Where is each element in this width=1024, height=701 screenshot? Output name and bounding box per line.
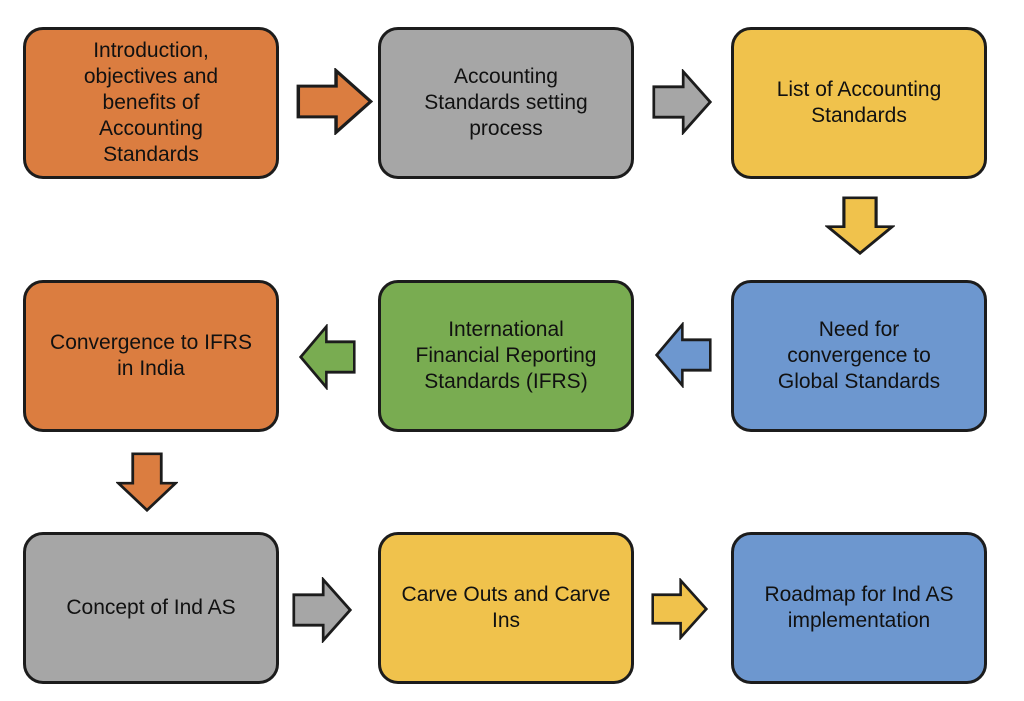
- node-introduction-objectives-benefits: Introduction, objectives and benefits of…: [23, 27, 279, 179]
- arrow-down-icon: [825, 196, 895, 255]
- node-convergence-to-ifrs-india: Convergence to IFRS in India: [23, 280, 279, 432]
- node-list-of-accounting-standards: List of Accounting Standards: [731, 27, 987, 179]
- node-concept-of-ind-as: Concept of Ind AS: [23, 532, 279, 684]
- arrow-right-icon: [296, 68, 373, 135]
- node-label: International Financial Reporting Standa…: [415, 318, 597, 393]
- node-label: Concept of Ind AS: [66, 596, 236, 619]
- arrow-right-icon: [652, 69, 712, 135]
- node-carve-outs-and-carve-ins: Carve Outs and Carve Ins: [378, 532, 634, 684]
- arrow-left-icon: [655, 322, 712, 388]
- node-label: Convergence to IFRS in India: [50, 331, 252, 380]
- arrow-down-icon: [116, 452, 178, 512]
- node-label: Roadmap for Ind AS implementation: [764, 583, 954, 632]
- node-label: Carve Outs and Carve Ins: [401, 583, 611, 632]
- node-label: Need for convergence to Global Standards: [777, 318, 941, 393]
- node-standards-setting-process: Accounting Standards setting process: [378, 27, 634, 179]
- node-label: Introduction, objectives and benefits of…: [83, 39, 219, 166]
- node-need-for-convergence: Need for convergence to Global Standards: [731, 280, 987, 432]
- node-label: Accounting Standards setting process: [424, 65, 588, 140]
- arrow-right-icon: [651, 578, 708, 640]
- arrow-right-icon: [292, 577, 352, 643]
- arrow-left-icon: [299, 324, 356, 390]
- node-roadmap-ind-as-implementation: Roadmap for Ind AS implementation: [731, 532, 987, 684]
- node-label: List of Accounting Standards: [776, 78, 942, 127]
- node-ifrs: International Financial Reporting Standa…: [378, 280, 634, 432]
